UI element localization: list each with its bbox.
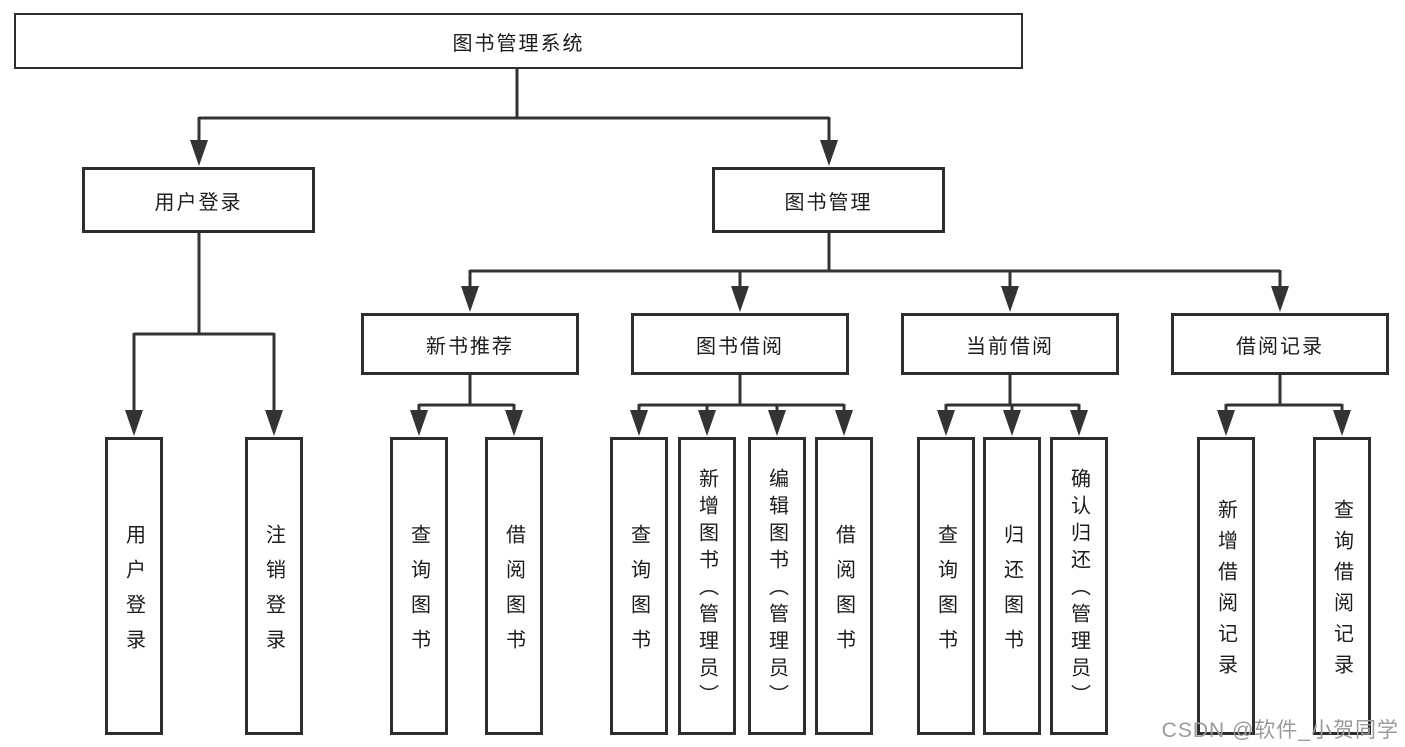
logout-leaf: 注销登录 bbox=[245, 437, 303, 735]
query-books-leaf-newbook: 查询图书 bbox=[390, 437, 448, 735]
root-node: 图书管理系统 bbox=[14, 13, 1023, 69]
add-borrow-record-leaf-label: 新增借阅记录 bbox=[1214, 498, 1237, 685]
connector-book-borrow bbox=[630, 375, 853, 436]
borrow-record-group-label: 借阅记录 bbox=[1236, 335, 1324, 358]
book-borrow-group-node: 图书借阅 bbox=[631, 313, 849, 375]
user-login-leaf-label: 用户登录 bbox=[122, 523, 145, 664]
user-login-branch-node: 用户登录 bbox=[82, 167, 315, 233]
return-book-leaf-label: 归还图书 bbox=[1000, 523, 1023, 664]
new-book-group-node: 新书推荐 bbox=[361, 313, 579, 375]
query-books-leaf-current-label: 查询图书 bbox=[934, 523, 957, 664]
connector-current-borrow bbox=[937, 375, 1088, 436]
add-borrow-record-leaf: 新增借阅记录 bbox=[1197, 437, 1255, 735]
connector-borrow-record bbox=[1217, 375, 1351, 436]
borrow-books-leaf-newbook-label: 借阅图书 bbox=[502, 523, 525, 664]
new-book-group-label: 新书推荐 bbox=[426, 335, 514, 358]
confirm-return-admin-leaf: 确认归还（管理员） bbox=[1050, 437, 1108, 735]
query-books-leaf-borrow-label: 查询图书 bbox=[627, 523, 650, 664]
query-borrow-record-leaf: 查询借阅记录 bbox=[1313, 437, 1371, 735]
return-book-leaf: 归还图书 bbox=[983, 437, 1041, 735]
user-login-branch-label: 用户登录 bbox=[154, 191, 243, 214]
confirm-return-admin-leaf-label: 确认归还（管理员） bbox=[1067, 468, 1090, 711]
watermark: CSDN @软件_小贺同学 bbox=[1161, 719, 1399, 742]
query-books-leaf-borrow: 查询图书 bbox=[610, 437, 668, 735]
borrow-books-leaf-newbook: 借阅图书 bbox=[485, 437, 543, 735]
connector-book-management bbox=[461, 233, 1289, 312]
edit-book-admin-leaf-label: 编辑图书（管理员） bbox=[765, 468, 788, 711]
root-label: 图书管理系统 bbox=[452, 32, 585, 55]
add-book-admin-leaf-label: 新增图书（管理员） bbox=[695, 468, 718, 711]
borrow-record-group-node: 借阅记录 bbox=[1171, 313, 1389, 375]
connector-new-book bbox=[410, 375, 523, 436]
borrow-books-leaf-borrow-label: 借阅图书 bbox=[832, 523, 855, 664]
book-borrow-group-label: 图书借阅 bbox=[696, 335, 784, 358]
borrow-books-leaf-borrow: 借阅图书 bbox=[815, 437, 873, 735]
query-books-leaf-current: 查询图书 bbox=[917, 437, 975, 735]
current-borrow-group-node: 当前借阅 bbox=[901, 313, 1119, 375]
user-login-leaf: 用户登录 bbox=[105, 437, 163, 735]
book-management-branch-node: 图书管理 bbox=[712, 167, 945, 233]
query-books-leaf-newbook-label: 查询图书 bbox=[407, 523, 430, 664]
connector-root bbox=[190, 69, 838, 166]
logout-leaf-label: 注销登录 bbox=[262, 523, 285, 664]
current-borrow-group-label: 当前借阅 bbox=[966, 335, 1054, 358]
add-book-admin-leaf: 新增图书（管理员） bbox=[678, 437, 736, 735]
connector-user-login bbox=[125, 233, 283, 436]
edit-book-admin-leaf: 编辑图书（管理员） bbox=[748, 437, 806, 735]
query-borrow-record-leaf-label: 查询借阅记录 bbox=[1330, 498, 1353, 685]
book-management-branch-label: 图书管理 bbox=[784, 191, 873, 214]
